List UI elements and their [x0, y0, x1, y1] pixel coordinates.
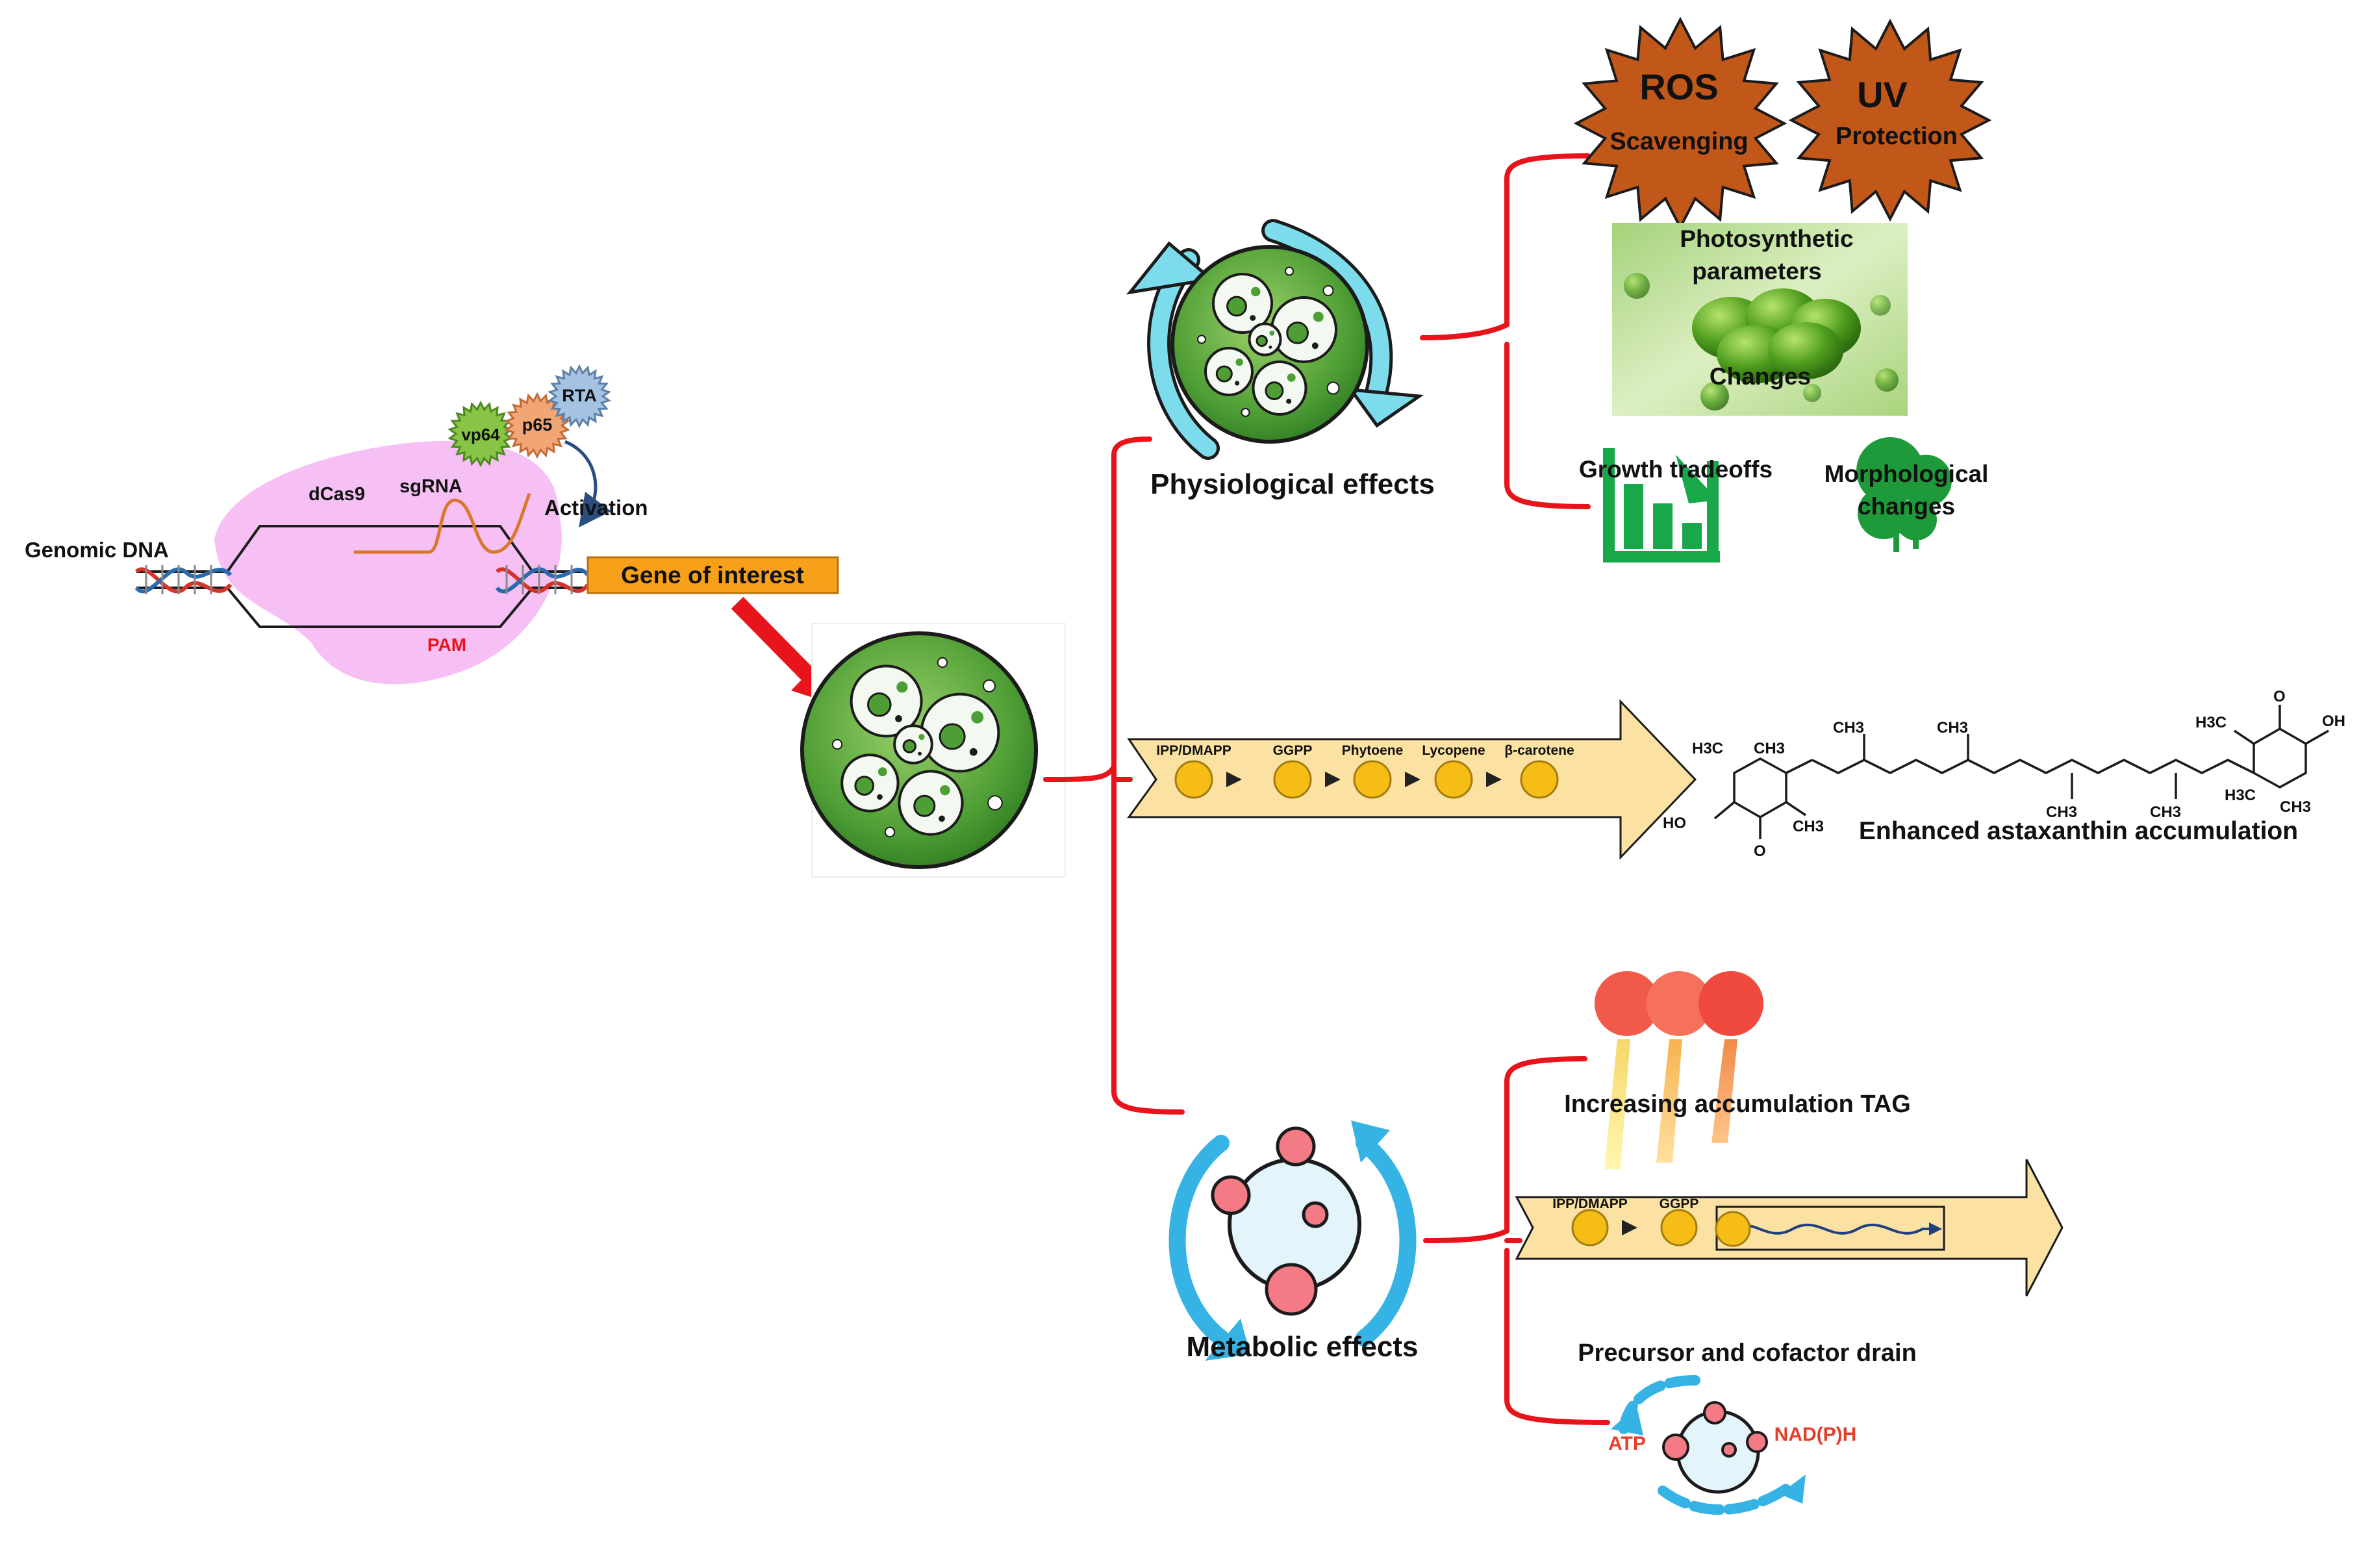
physiological-cell-icon	[1126, 219, 1424, 460]
astaxanthin-accumulation-label: Enhanced astaxanthin accumulation	[1859, 817, 2298, 845]
parameters-label: parameters	[1692, 258, 1822, 285]
ros-star-shape	[1573, 16, 1787, 231]
sgrna-label: sgRNA	[399, 476, 462, 497]
growth-tradeoffs-label: Growth tradeoffs	[1579, 456, 1773, 483]
nadph-label: NAD(P)H	[1774, 1424, 1857, 1445]
metabolic-step-label: GGPP	[1660, 1196, 1699, 1211]
metabolic-bead	[1660, 1209, 1698, 1246]
vp64-label: vp64	[461, 425, 500, 444]
molecule-o-right: O	[2273, 688, 2286, 705]
tag-label: Increasing accumulation TAG	[1564, 1091, 1911, 1118]
pathway-bead	[1434, 760, 1473, 799]
molecule-ch3-b: CH3	[1833, 719, 1864, 737]
dcas9-label: dCas9	[309, 484, 365, 505]
molecule-h3c-c: H3C	[2225, 787, 2256, 804]
molecule-ch3-g: CH3	[2280, 798, 2311, 816]
vp64-activator	[448, 400, 514, 468]
ros-scavenging-badge	[1573, 16, 1787, 231]
astaxanthin-labels: H3C CH3 CH3 CH3 HO O CH3 CH3 CH3 H3C O O…	[1663, 688, 2345, 860]
activation-label: Activation	[544, 496, 648, 520]
gene-of-interest-label: Gene of interest	[621, 562, 804, 588]
uv-protection-badge	[1788, 18, 1992, 222]
dna-helix-left-icon	[134, 565, 233, 594]
atp-label: ATP	[1608, 1433, 1646, 1454]
pathway-bead	[1273, 760, 1312, 799]
uv-label: UV	[1857, 74, 1908, 115]
molecule-oh-right: OH	[2322, 713, 2345, 730]
pathway-bead	[1520, 760, 1559, 799]
molecule-ch3-c: CH3	[1937, 719, 1968, 737]
molecule-h3c-b: H3C	[2195, 714, 2227, 731]
metabolic-pathway-steps: IPP/DMAPP GGPP	[1552, 1196, 1751, 1247]
rta-activator	[548, 364, 611, 429]
uv-star-shape	[1788, 18, 1992, 222]
scavenging-label: Scavenging	[1610, 128, 1748, 155]
molecule-ho-left: HO	[1663, 815, 1686, 832]
tag-lipid-icon	[1595, 971, 1763, 1169]
crispr-module: Genomic DNA dCas9 sgRNA vp64 p65 RTA Act…	[25, 364, 839, 705]
molecule-ch3-e: CH3	[2046, 803, 2077, 821]
pathway-step-label: β-carotene	[1504, 743, 1574, 758]
pathway-bead	[1174, 760, 1213, 799]
genomic-dna-label: Genomic DNA	[25, 538, 169, 562]
molecule-ch3-f: CH3	[2150, 803, 2181, 821]
protection-label: Protection	[1836, 123, 1958, 150]
molecule-o-left: O	[1754, 842, 1766, 860]
metabolic-pathway-arrow	[1515, 1159, 2064, 1296]
dna-helix-right-icon	[495, 565, 590, 594]
pathway-step-label: Lycopene	[1422, 743, 1485, 758]
pathway-steps: IPP/DMAPP GGPP Phytoene Lycopene β-carotene	[1156, 743, 1574, 799]
ros-label: ROS	[1639, 66, 1718, 107]
changes-label: Changes	[1710, 363, 1811, 390]
morphological-changes-icon	[1856, 437, 1952, 552]
pathway-bead	[1353, 760, 1392, 799]
p65-label: p65	[522, 415, 553, 435]
gene-of-interest-box	[587, 556, 839, 594]
pam-label: PAM	[427, 635, 466, 655]
morphological-label: Morphological	[1824, 461, 1989, 487]
sgrna-strand	[354, 493, 531, 554]
metabolic-bead	[1571, 1209, 1609, 1246]
morph-changes-label: changes	[1858, 493, 1955, 520]
metabolic-step-label: IPP/DMAPP	[1552, 1196, 1628, 1211]
molecule-h3c-a: H3C	[1692, 740, 1723, 757]
photosynthetic-panel	[1612, 223, 1908, 416]
metabolic-effects-label: Metabolic effects	[1187, 1331, 1419, 1363]
precursor-drain-label: Precursor and cofactor drain	[1578, 1339, 1917, 1367]
central-algal-cell-icon	[800, 623, 1066, 878]
pathway-step-label: IPP/DMAPP	[1156, 743, 1231, 758]
branch-lines	[1043, 153, 1610, 1425]
physiological-effects-label: Physiological effects	[1150, 468, 1435, 500]
growth-tradeoffs-chart-icon	[1603, 448, 1720, 563]
cofactor-drain-cycle-icon	[1611, 1375, 1806, 1515]
photosynthetic-label: Photosynthetic	[1680, 225, 1853, 252]
molecule-ch3-a: CH3	[1754, 740, 1785, 757]
astaxanthin-molecule	[1713, 705, 2329, 839]
dcas9-blob	[214, 440, 562, 685]
activation-arrow	[564, 440, 611, 528]
rta-label: RTA	[562, 386, 597, 405]
pathway-step-label: GGPP	[1273, 743, 1313, 758]
metabolic-bead	[1715, 1211, 1751, 1247]
pathway-step-label: Phytoene	[1342, 743, 1404, 758]
molecule-ch3-d: CH3	[1793, 818, 1824, 835]
metabolic-cycle-icon	[1168, 1120, 1417, 1361]
